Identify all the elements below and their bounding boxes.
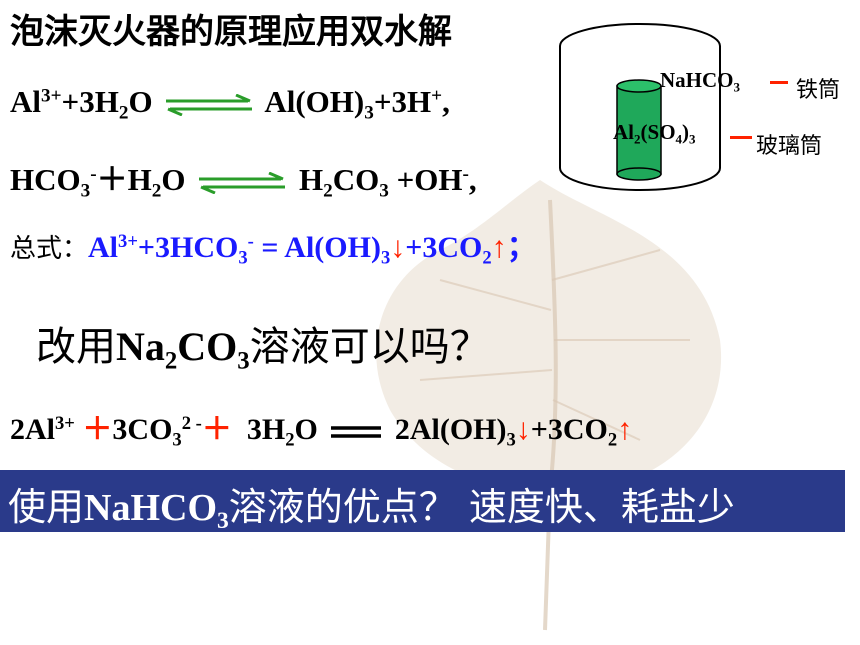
glass-label-line [730,136,752,139]
carbonate-equation: 2Al3+ ＋3CO32 -＋ 3H2O 2Al(OH)3↓+3CO2↑ [10,412,633,451]
page-title: 泡沫灭火器的原理应用双水解 [10,12,452,52]
leaf-watermark [376,180,722,631]
inner-content-label: Al2(SO4)3 [613,120,696,147]
question-line: 改用Na2CO3溶液可以吗？ [36,324,490,375]
gas-arrow-icon: ↑ [617,413,633,446]
reaction-bicarbonate-hydrolysis: HCO3-＋H2O H2CO3 +OH-, [10,162,477,202]
advantage-text: 使用NaHCO3溶液的优点？ 速度快、耗盐少 [8,485,735,535]
iron-cylinder-label: 铁筒 [796,78,841,103]
gas-arrow-icon: ↑ [491,231,507,264]
equilibrium-arrow-icon [166,93,253,116]
reaction-al-hydrolysis: Al3++3H2O Al(OH)3+3H+, [10,84,450,124]
extinguisher-diagram [559,23,721,191]
inner-label: NaHCO3 [660,68,741,95]
precipitate-arrow-icon: ↓ [390,231,406,264]
outer-label-line [770,81,788,84]
precipitate-arrow-icon: ↓ [515,413,531,446]
overall-equation: 总式：Al3++3HCO3- = Al(OH)3↓+3CO2↑； [10,230,537,269]
advantage-banner: 使用NaHCO3溶液的优点？ 速度快、耗盐少 [0,470,845,535]
equilibrium-arrow-icon [199,171,286,194]
equals-sign-icon [331,426,382,438]
glass-cylinder-label: 玻璃筒 [756,134,823,159]
